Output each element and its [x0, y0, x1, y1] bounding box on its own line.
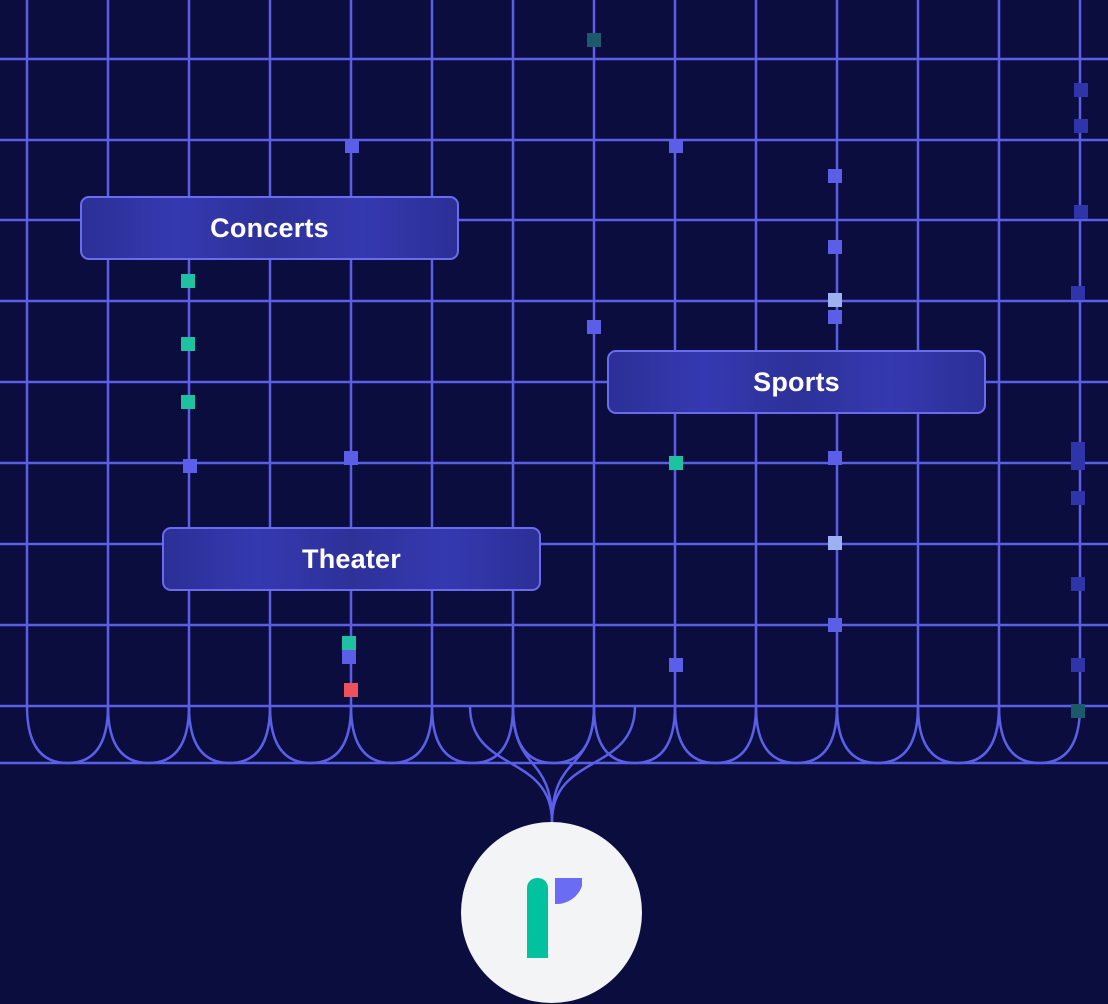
- column-curve: [430, 705, 515, 765]
- data-node: [828, 293, 842, 307]
- converge-line: [511, 705, 554, 823]
- data-node: [342, 636, 356, 650]
- data-node: [669, 139, 683, 153]
- data-node: [1071, 456, 1085, 470]
- data-node: [828, 310, 842, 324]
- data-node: [587, 320, 601, 334]
- data-node: [828, 240, 842, 254]
- data-node: [587, 33, 601, 47]
- data-node: [344, 683, 358, 697]
- category-concerts[interactable]: Concerts: [80, 196, 459, 260]
- column-curve: [187, 705, 272, 765]
- converge-line: [550, 705, 637, 823]
- column-curve: [106, 705, 191, 765]
- column-curve: [997, 705, 1082, 765]
- logo-stem-base: [527, 906, 548, 958]
- column-curve: [673, 705, 758, 765]
- column-curve: [592, 705, 677, 765]
- logo-badge: [461, 822, 642, 1003]
- column-curve: [835, 705, 920, 765]
- data-node: [181, 395, 195, 409]
- data-node: [344, 451, 358, 465]
- data-node: [345, 139, 359, 153]
- data-node: [1071, 577, 1085, 591]
- converge-line: [468, 705, 554, 823]
- data-node: [1074, 205, 1088, 219]
- data-node: [669, 456, 683, 470]
- data-node: [1071, 704, 1085, 718]
- column-curve: [754, 705, 839, 765]
- category-sports[interactable]: Sports: [607, 350, 986, 414]
- brand-logo-icon: [527, 878, 582, 958]
- data-node: [828, 618, 842, 632]
- column-curve: [349, 705, 434, 765]
- data-node: [828, 169, 842, 183]
- data-node: [1071, 286, 1085, 300]
- data-node: [181, 337, 195, 351]
- column-curve: [25, 705, 110, 765]
- data-node: [183, 459, 197, 473]
- data-node: [828, 536, 842, 550]
- data-node: [342, 650, 356, 664]
- column-curve: [916, 705, 1001, 765]
- data-node: [1071, 491, 1085, 505]
- column-curve: [268, 705, 353, 765]
- data-node: [669, 658, 683, 672]
- data-node: [181, 274, 195, 288]
- data-node: [1071, 658, 1085, 672]
- converge-line: [550, 705, 596, 823]
- data-node: [1074, 119, 1088, 133]
- logo-leaf: [555, 878, 582, 905]
- data-node: [1071, 442, 1085, 456]
- category-theater[interactable]: Theater: [162, 527, 541, 591]
- data-node: [828, 451, 842, 465]
- data-node: [1074, 83, 1088, 97]
